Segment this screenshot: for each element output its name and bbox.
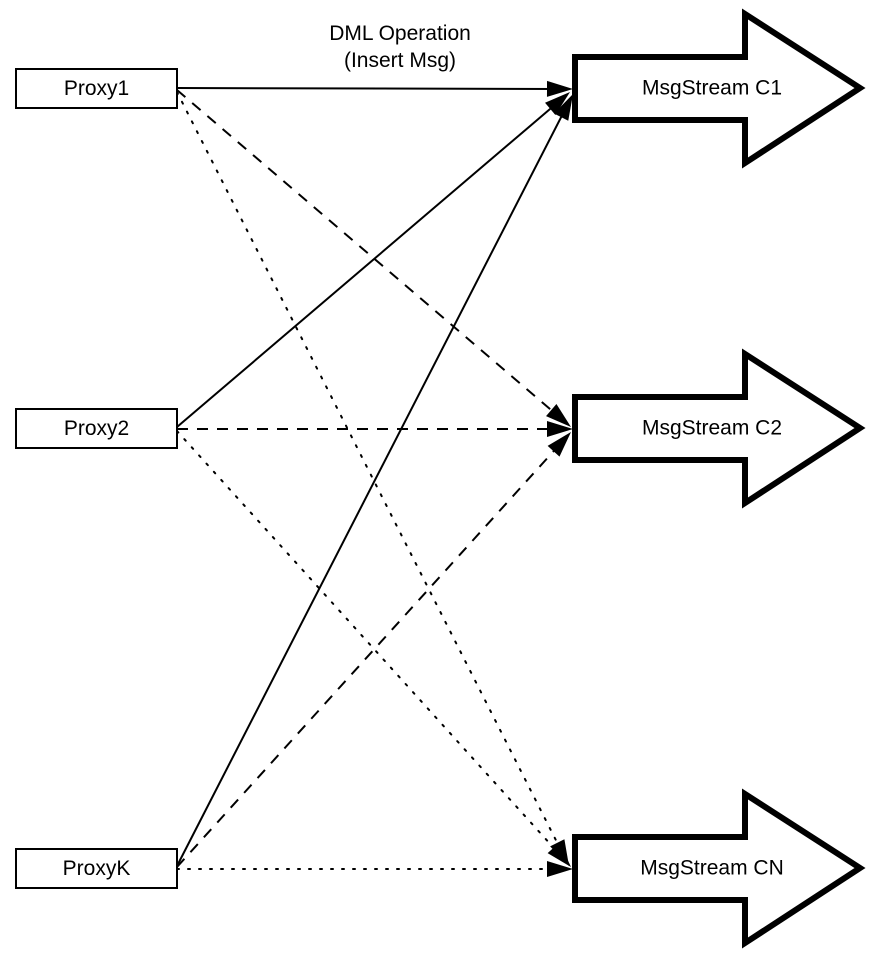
edge-caption-line-1: DML Operation: [329, 22, 471, 45]
proxy-node-proxy2[interactable]: Proxy2: [15, 408, 178, 449]
stream-node-msgstream-c2[interactable]: MsgStream C2: [572, 348, 866, 509]
proxy-label-proxy2: Proxy2: [64, 417, 129, 440]
link-proxy2-to-msgstream-c1[interactable]: [176, 100, 560, 428]
proxy-box-proxyk[interactable]: [15, 848, 178, 889]
stream-node-msgstream-cn[interactable]: MsgStream CN: [572, 788, 866, 949]
stream-label-msgstream-cn: MsgStream CN: [640, 857, 784, 880]
link-proxy2-to-msgstream-cn[interactable]: [176, 430, 563, 858]
proxy-label-proxy1: Proxy1: [64, 77, 129, 100]
proxy-nodes-layer: Proxy1 Proxy2 ProxyK: [15, 68, 178, 889]
proxy-label-proxyk: ProxyK: [63, 857, 131, 880]
arrowhead-proxy2-to-msgstream-cn: [547, 842, 571, 867]
stream-nodes-layer: MsgStream C1 MsgStream C2 MsgStream CN: [572, 8, 866, 949]
proxy-box-proxy2[interactable]: [15, 408, 178, 449]
block-arrow-icon-msgstream-c1[interactable]: [572, 8, 866, 169]
arrowhead-proxy2-to-msgstream-c2: [547, 421, 573, 437]
edge-caption: DML Operation (Insert Msg): [329, 22, 471, 72]
link-proxy1-to-msgstream-c2[interactable]: [176, 89, 561, 419]
link-proxy1-to-msgstream-cn[interactable]: [176, 91, 564, 855]
arrowhead-proxy2-to-msgstream-c1: [545, 92, 570, 115]
edge-caption-line-2: (Insert Msg): [344, 49, 456, 72]
arrowhead-proxyk-to-msgstream-c1: [554, 94, 573, 121]
arrowheads-layer: [545, 80, 573, 877]
proxy-node-proxyk[interactable]: ProxyK: [15, 848, 178, 889]
link-proxy1-to-msgstream-c1[interactable]: [176, 87, 559, 90]
block-arrow-icon-msgstream-cn[interactable]: [572, 788, 866, 949]
stream-label-msgstream-c2: MsgStream C2: [642, 417, 782, 440]
arrowhead-proxyk-to-msgstream-cn: [547, 861, 573, 877]
stream-node-msgstream-c1[interactable]: MsgStream C1: [572, 8, 866, 169]
proxy-node-proxy1[interactable]: Proxy1: [15, 68, 178, 109]
arrowhead-proxy1-to-msgstream-c1: [546, 80, 573, 97]
proxy-box-proxy1[interactable]: [15, 68, 178, 109]
link-proxyk-to-msgstream-c1[interactable]: [176, 106, 568, 867]
links-layer: [176, 87, 568, 870]
stream-label-msgstream-c1: MsgStream C1: [642, 77, 782, 100]
arrowhead-proxyk-to-msgstream-c2: [547, 432, 571, 457]
block-arrow-icon-msgstream-c2[interactable]: [572, 348, 866, 509]
arrowhead-proxy1-to-msgstream-c2: [546, 404, 571, 427]
link-proxyk-to-msgstream-c2[interactable]: [176, 441, 563, 868]
